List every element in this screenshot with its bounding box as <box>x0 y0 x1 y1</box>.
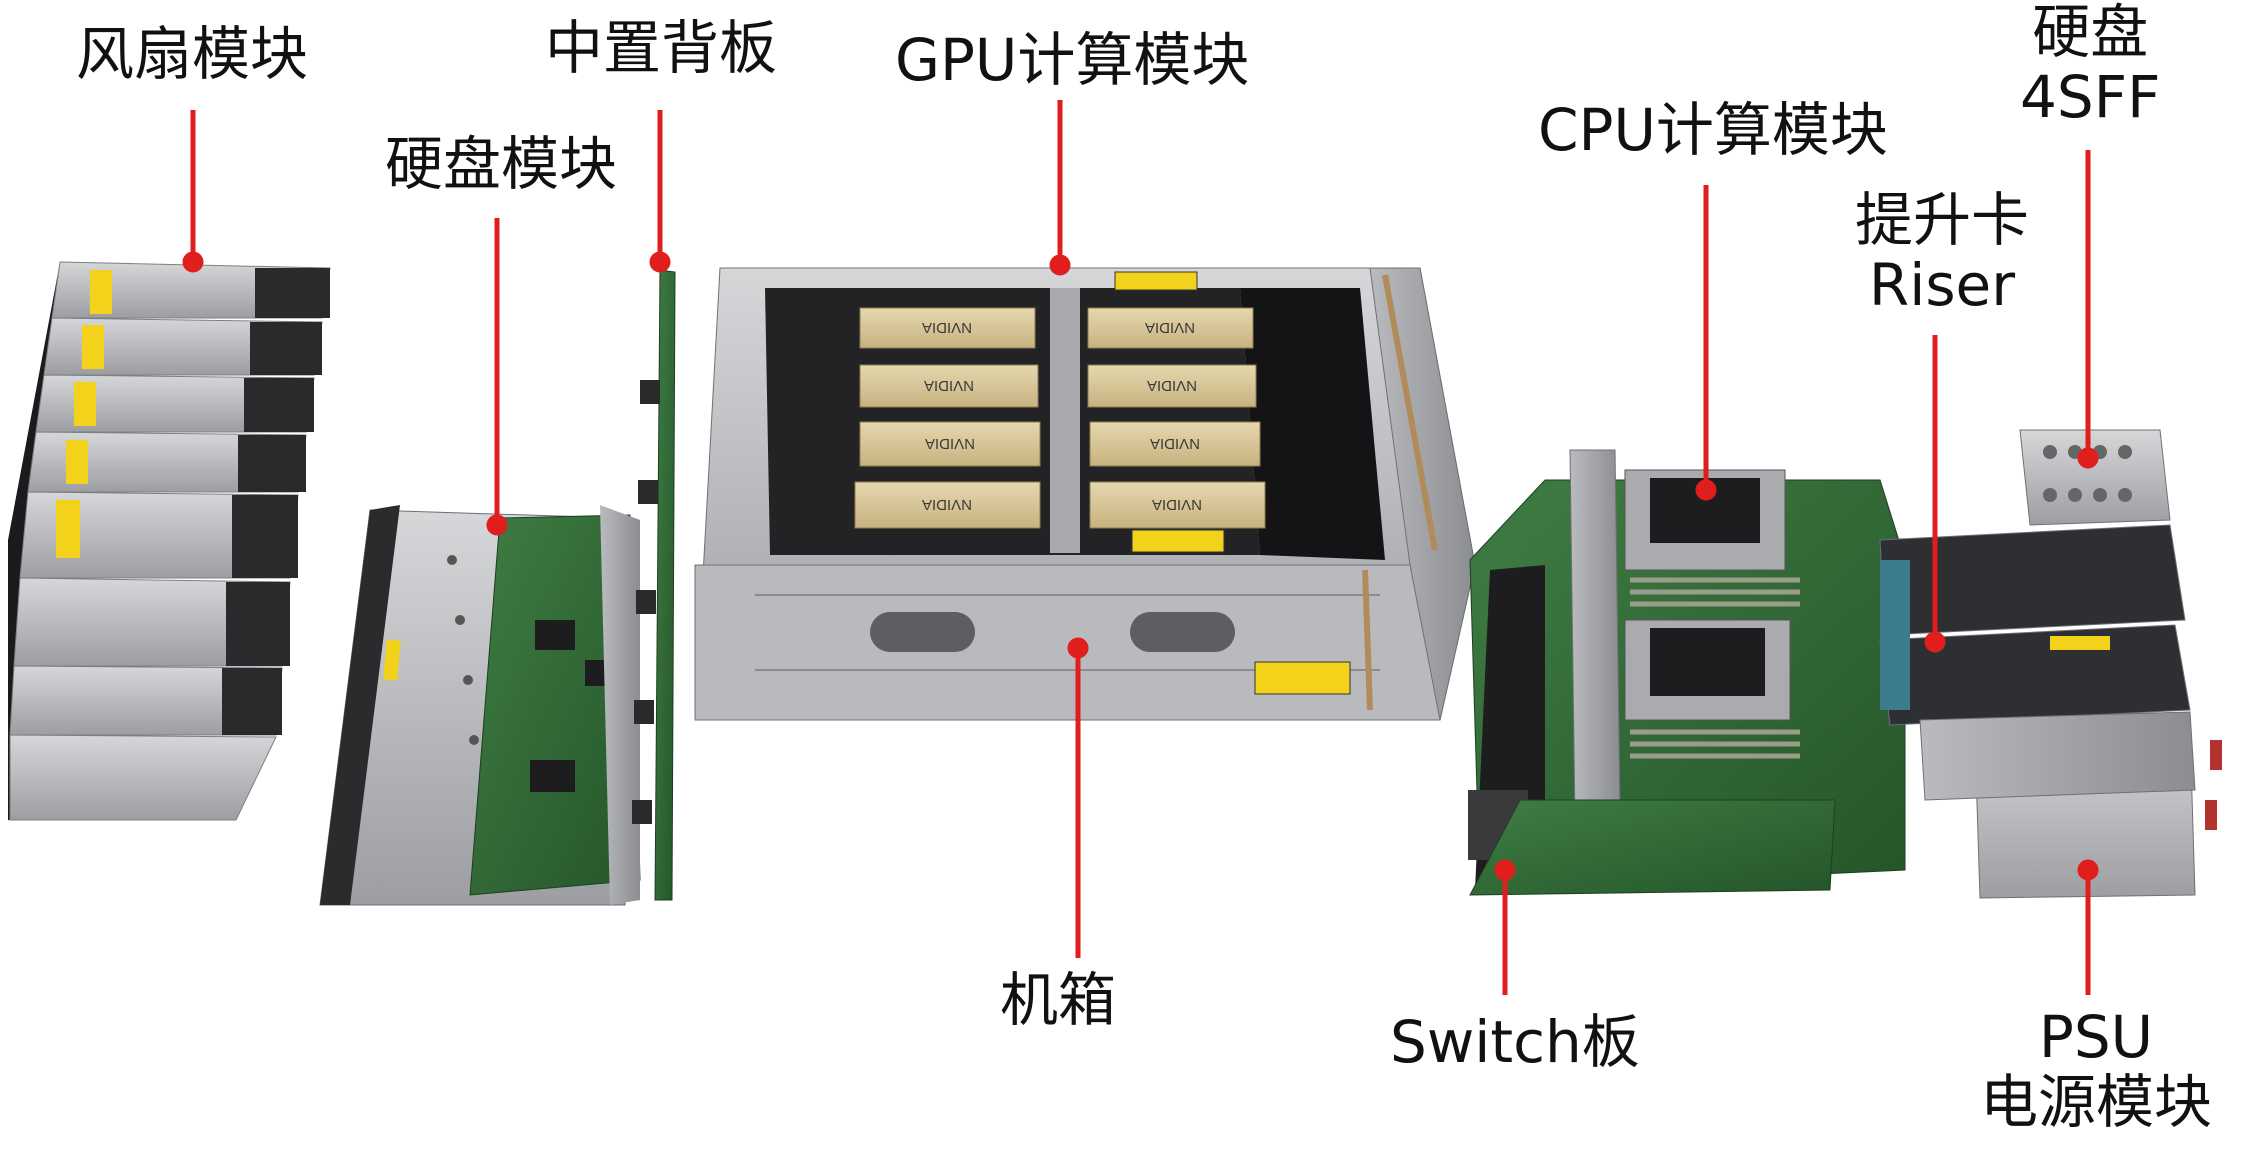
gpu-card-8: NVIDIA <box>1089 481 1266 529</box>
label-psu: PSU 电源模块 <box>1980 1005 2212 1135</box>
midplane <box>632 269 676 901</box>
fan-unit-4 <box>27 431 307 493</box>
fan-unit-2 <box>43 317 323 376</box>
label-gpu-module: GPU计算模块 <box>895 26 1250 94</box>
label-midplane: 中置背板 <box>545 14 778 82</box>
svg-text:NVIDIA: NVIDIA <box>922 319 972 336</box>
fan-unit-7 <box>9 665 283 736</box>
cpu-compute-module <box>1469 449 1906 891</box>
label-disk-4sff: 硬盘 4SFF <box>2020 0 2160 130</box>
gpu-compute-module: NVIDIA NVIDIA NVIDIA NVIDIA NVIDIA NVIDI… <box>765 271 1385 560</box>
fan-unit-5 <box>19 491 299 579</box>
svg-text:NVIDIA: NVIDIA <box>1147 377 1197 394</box>
disk-4sff <box>2019 429 2171 526</box>
gpu-card-6: NVIDIA <box>1089 421 1261 467</box>
leader-lines <box>182 100 2099 995</box>
fan-unit-3 <box>35 374 315 433</box>
svg-text:NVIDIA: NVIDIA <box>1150 435 1200 452</box>
label-psu-line1: PSU <box>2038 1003 2154 1071</box>
disk-module <box>319 505 641 906</box>
label-cpu-module: CPU计算模块 <box>1538 96 1888 164</box>
label-riser-line2: Riser <box>1868 250 2016 319</box>
svg-text:NVIDIA: NVIDIA <box>1152 496 1202 513</box>
label-disk-module: 硬盘模块 <box>385 130 618 198</box>
label-riser: 提升卡 Riser <box>1855 188 2029 318</box>
gpu-card-5: NVIDIA <box>859 421 1041 467</box>
fan-unit-6 <box>13 577 291 667</box>
label-disk-4sff-line2: 4SFF <box>2020 62 2161 131</box>
svg-text:NVIDIA: NVIDIA <box>925 435 975 452</box>
fan-unit-1 <box>51 261 331 319</box>
label-disk-4sff-line1: 硬盘 <box>2032 0 2149 66</box>
svg-text:NVIDIA: NVIDIA <box>924 377 974 394</box>
label-fan-module: 风扇模块 <box>76 20 309 88</box>
gpu-card-3: NVIDIA <box>859 364 1039 408</box>
gpu-card-7: NVIDIA <box>854 481 1041 529</box>
fan-unit-8 <box>9 734 277 821</box>
svg-text:NVIDIA: NVIDIA <box>922 496 972 513</box>
switch-board <box>1468 565 1836 896</box>
gpu-card-2: NVIDIA <box>1087 307 1254 349</box>
label-switch-board: Switch板 <box>1390 1008 1640 1076</box>
fan-module <box>8 261 331 821</box>
label-psu-line2: 电源模块 <box>1980 1067 2213 1136</box>
label-riser-line1: 提升卡 <box>1855 186 2030 254</box>
riser-card <box>1879 524 2191 726</box>
psu-module <box>1919 711 2222 899</box>
label-chassis: 机箱 <box>1000 966 1117 1034</box>
svg-text:NVIDIA: NVIDIA <box>1145 319 1195 336</box>
dimm-slots <box>1630 577 1800 759</box>
gpu-card-4: NVIDIA <box>1087 364 1257 408</box>
gpu-card-1: NVIDIA <box>859 307 1036 349</box>
